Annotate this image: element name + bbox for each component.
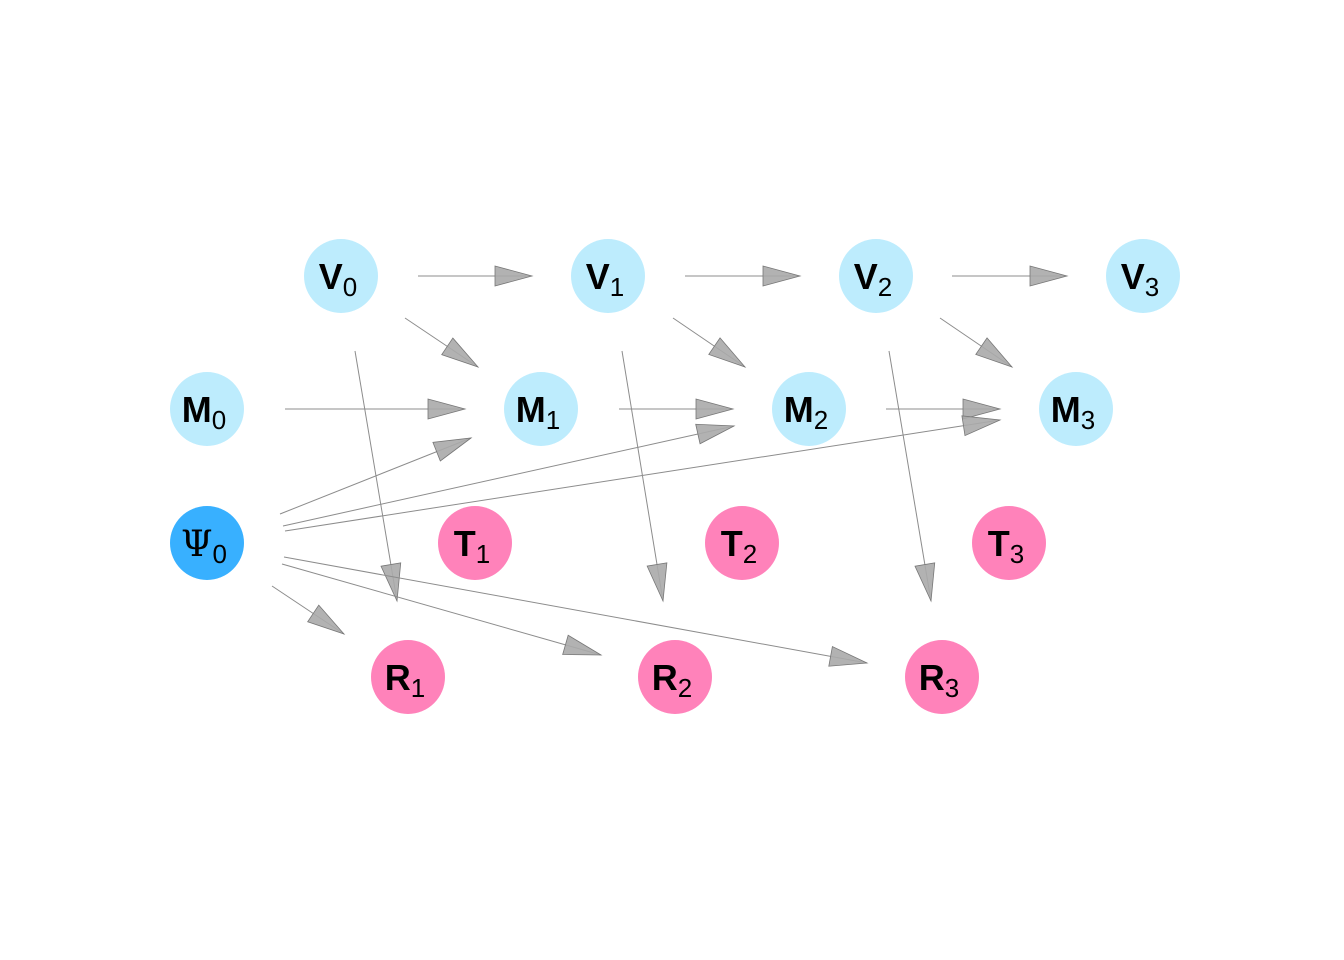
- edge-v2-v3: [952, 265, 1069, 287]
- edge-line: [281, 563, 602, 656]
- edge-v1-r2: [621, 350, 668, 603]
- node-label: V3: [1121, 256, 1159, 302]
- node-label: T1: [454, 523, 490, 569]
- node-m2: M2: [772, 372, 846, 446]
- node-t1: T1: [438, 506, 512, 580]
- node-v3: V3: [1106, 239, 1180, 313]
- arrowhead: [828, 645, 869, 667]
- arrowhead: [307, 604, 346, 635]
- edge-v2-r3: [888, 350, 936, 603]
- arrowhead: [962, 398, 1002, 420]
- node-r2: R2: [638, 640, 712, 714]
- edge-psi0-r1: [271, 585, 346, 635]
- node-m0: M0: [170, 372, 244, 446]
- node-v1: V1: [571, 239, 645, 313]
- node-r1: R1: [371, 640, 445, 714]
- node-circle: [972, 506, 1046, 580]
- node-circle: [839, 239, 913, 313]
- arrowhead: [441, 337, 480, 368]
- node-label: M1: [516, 389, 560, 435]
- edge-m2-m3: [886, 398, 1002, 420]
- edge-psi0-m1: [279, 437, 473, 515]
- arrowhead: [1029, 265, 1069, 287]
- edge-v2-m3: [939, 317, 1014, 368]
- node-circle: [571, 239, 645, 313]
- edge-v1-v2: [685, 265, 802, 287]
- arrowhead: [708, 337, 747, 368]
- node-circle: [1106, 239, 1180, 313]
- node-circle: [905, 640, 979, 714]
- edge-line: [888, 350, 932, 602]
- node-label: T3: [988, 523, 1024, 569]
- node-label: T2: [721, 523, 757, 569]
- node-label: M3: [1051, 389, 1095, 435]
- edge-line: [283, 556, 868, 664]
- node-circle: [170, 372, 244, 446]
- node-circle: [371, 640, 445, 714]
- node-label: M2: [784, 389, 828, 435]
- edge-line: [284, 419, 1001, 532]
- arrowhead: [762, 265, 802, 287]
- node-circle: [638, 640, 712, 714]
- edge-v0-v1: [418, 265, 534, 287]
- node-circle: [438, 506, 512, 580]
- edge-v0-m1: [404, 317, 480, 368]
- arrowhead: [695, 398, 735, 420]
- node-v2: V2: [839, 239, 913, 313]
- node-v0: V0: [304, 239, 378, 313]
- arrowhead: [380, 562, 402, 603]
- arrowhead: [494, 265, 534, 287]
- node-circle: [504, 372, 578, 446]
- edge-psi0-m2: [282, 423, 736, 527]
- node-label: R3: [919, 657, 959, 703]
- node-r3: R3: [905, 640, 979, 714]
- arrowhead: [695, 423, 736, 445]
- edge-m0-m1: [285, 398, 467, 420]
- node-label: Ψ0: [181, 524, 227, 569]
- node-psi0: Ψ0: [170, 506, 244, 580]
- arrowhead: [427, 398, 467, 420]
- edge-v1-m2: [672, 317, 747, 368]
- arrowhead: [914, 562, 936, 603]
- node-circle: [705, 506, 779, 580]
- node-t2: T2: [705, 506, 779, 580]
- edge-v0-r1: [354, 350, 402, 603]
- node-t3: T3: [972, 506, 1046, 580]
- node-label: R1: [385, 657, 425, 703]
- edge-psi0-m3: [284, 415, 1002, 532]
- node-label: R2: [652, 657, 692, 703]
- edge-line: [282, 425, 735, 527]
- edge-psi0-r3: [283, 556, 869, 667]
- node-circle: [304, 239, 378, 313]
- edge-m1-m2: [619, 398, 735, 420]
- arrowhead: [562, 634, 603, 656]
- node-m3: M3: [1039, 372, 1113, 446]
- arrowhead: [432, 437, 473, 462]
- edges: [271, 265, 1069, 667]
- edge-psi0-r2: [281, 563, 603, 656]
- node-circle: [772, 372, 846, 446]
- node-circle: [1039, 372, 1113, 446]
- node-label: V0: [319, 256, 357, 302]
- node-label: V1: [586, 256, 624, 302]
- node-circle: [170, 506, 244, 580]
- arrowhead: [646, 562, 668, 603]
- node-label: V2: [854, 256, 892, 302]
- node-m1: M1: [504, 372, 578, 446]
- arrowhead: [975, 337, 1014, 368]
- arrowhead: [961, 415, 1002, 437]
- node-label: M0: [182, 389, 226, 435]
